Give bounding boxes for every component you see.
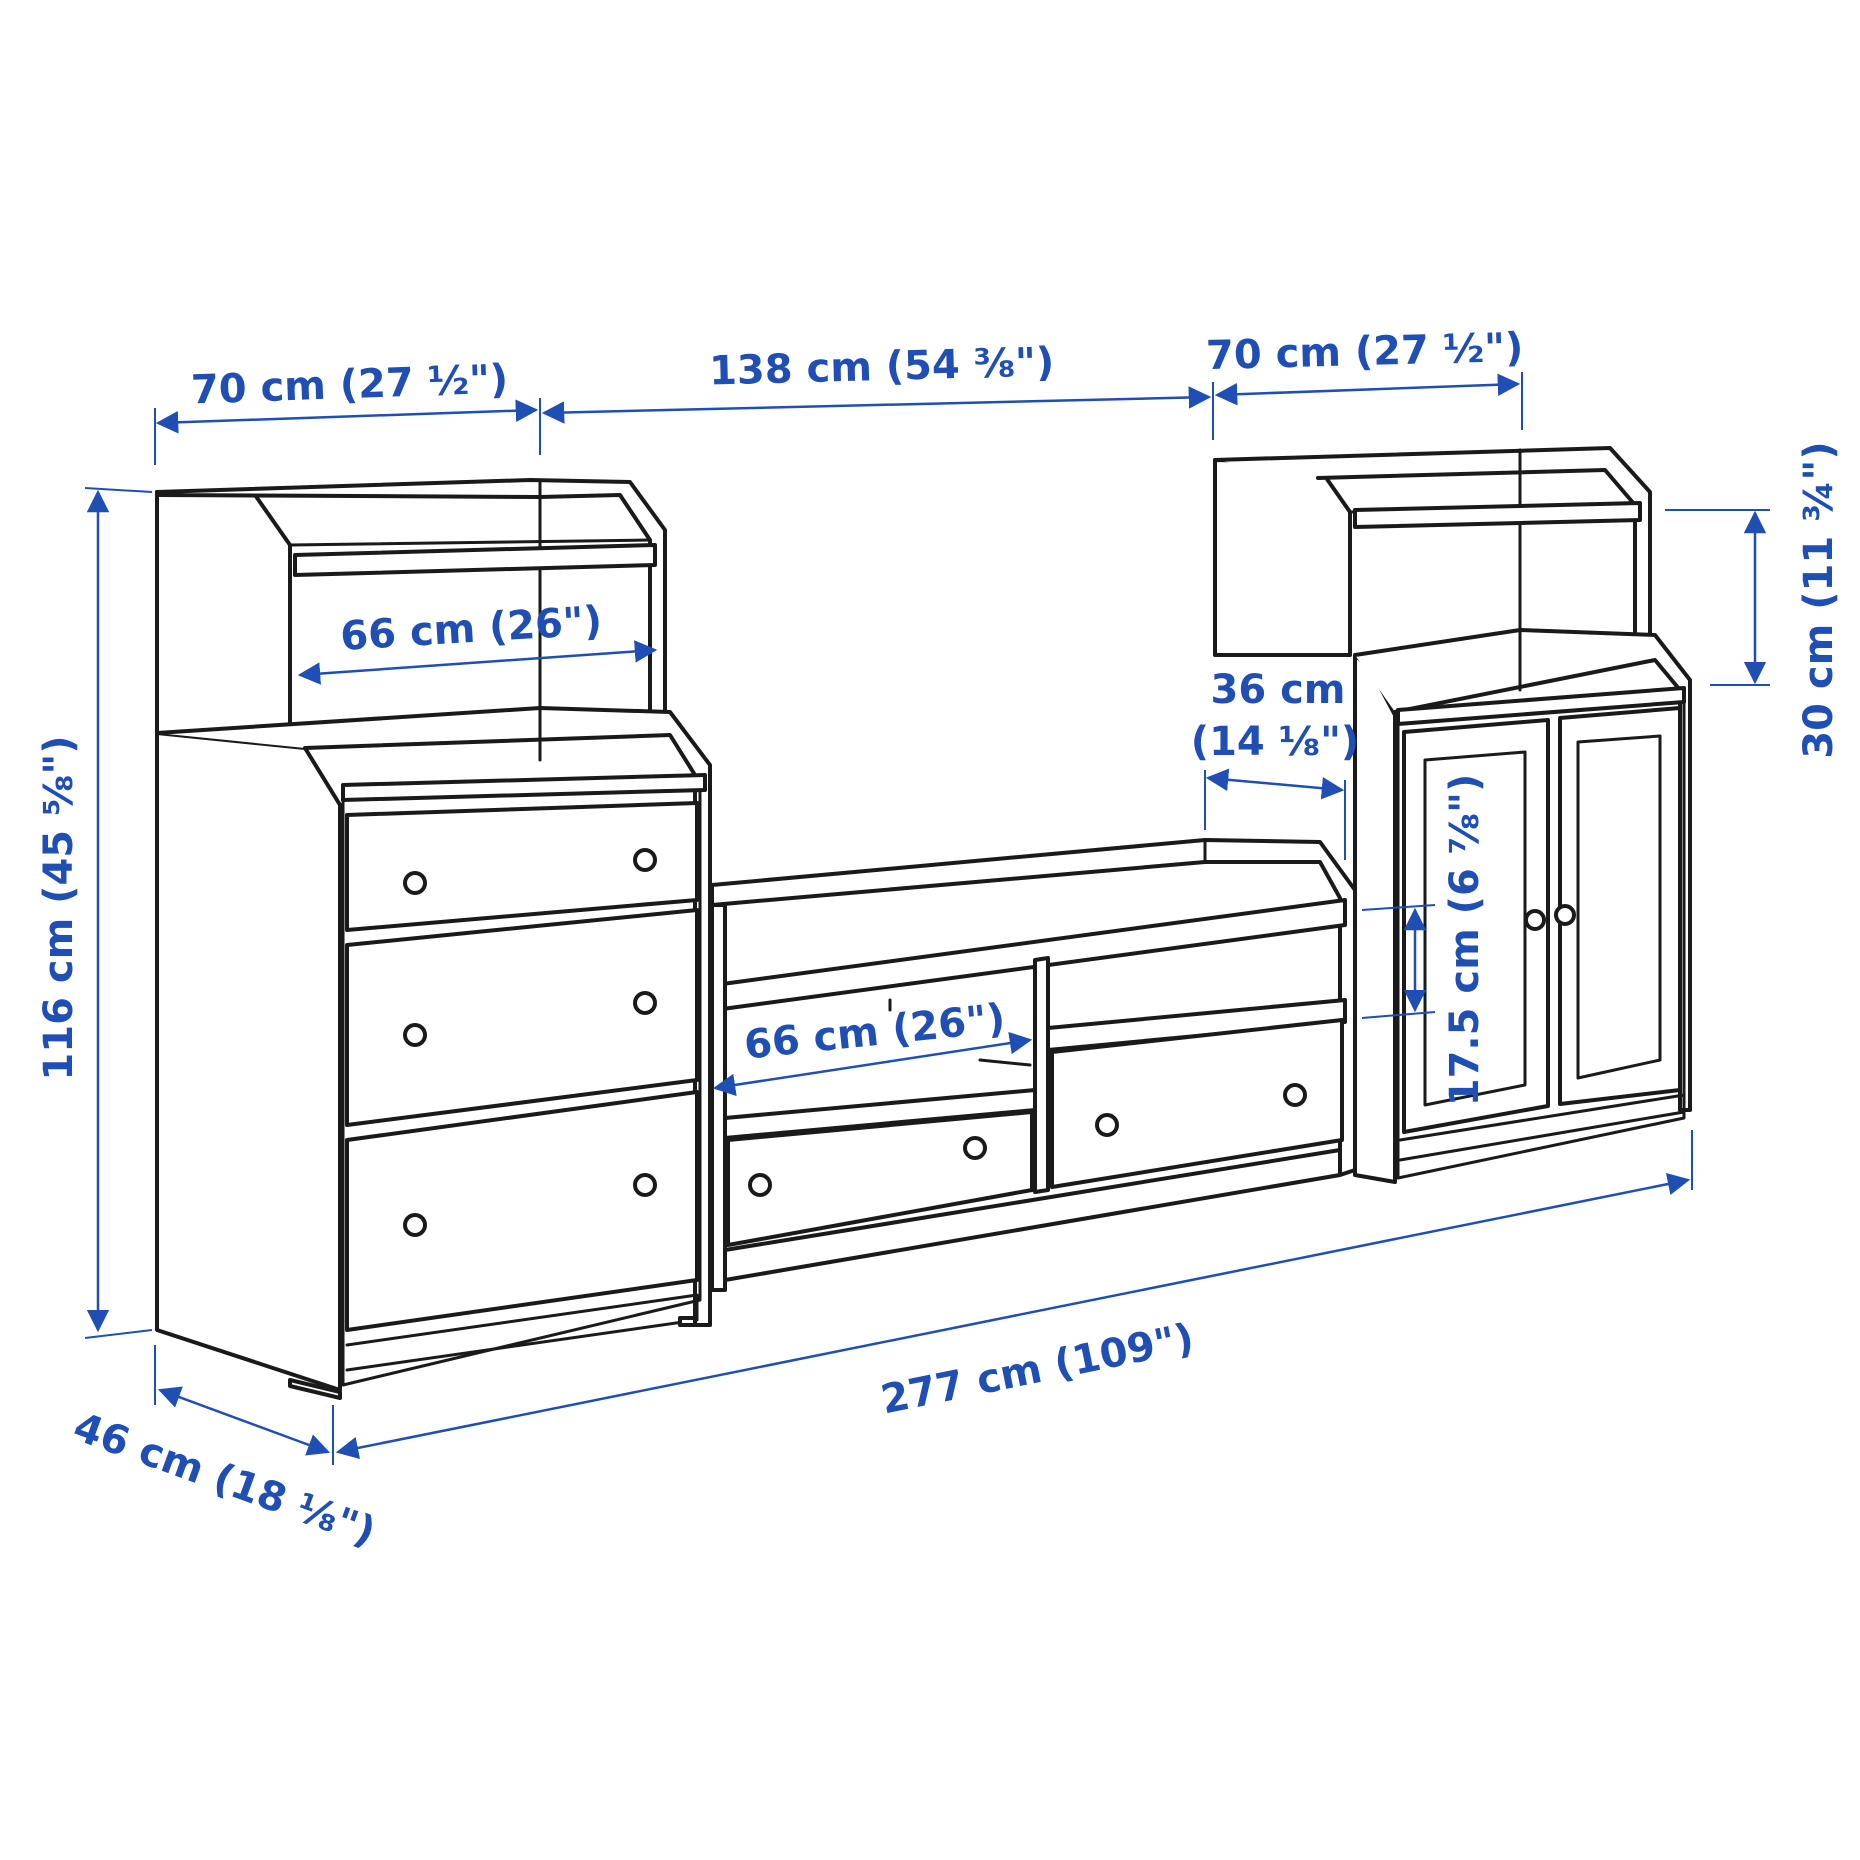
total-height-label: 116 cm (45 ⅝") (36, 735, 82, 1080)
left-unit-width-label: 70 cm (27 ½") (190, 356, 509, 413)
right-upper-depth-label: 36 cm (1211, 667, 1346, 713)
tv-bench (710, 838, 1357, 1292)
shelf-gap-height-label: 17.5 cm (6 ⅞") (1442, 774, 1488, 1107)
right-cabinet (1213, 446, 1692, 1184)
right-unit-width-label: 70 cm (27 ½") (1205, 325, 1523, 379)
tv-bench-inner-width-label: 66 cm (26") (742, 996, 1007, 1069)
depth-label: 46 cm (18 ⅛") (67, 1404, 381, 1556)
left-shelf-inner-width-label: 66 cm (26") (339, 598, 603, 660)
dimension-lines (84, 372, 1770, 1465)
right-upper-height-label: 30 cm (11 ¾") (1796, 441, 1842, 758)
right-upper-depth-inches-label: (14 ⅛") (1191, 719, 1359, 765)
middle-width-label: 138 cm (54 ⅜") (709, 339, 1055, 394)
total-width-label: 277 cm (109") (877, 1315, 1197, 1423)
